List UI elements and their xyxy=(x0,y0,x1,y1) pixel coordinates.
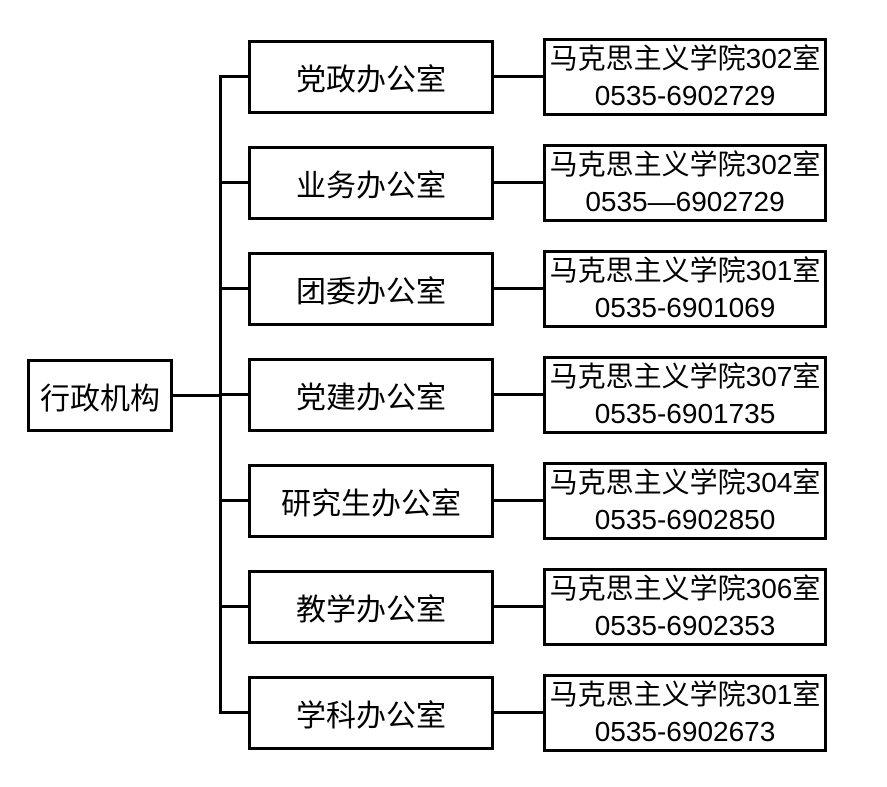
detail-location: 马克思主义学院301室 xyxy=(549,255,821,286)
office-label: 教学办公室 xyxy=(296,594,446,627)
root-connector-line xyxy=(172,394,221,397)
spine-stub-line xyxy=(219,499,248,502)
detail-box: 马克思主义学院301室 0535-6901069 xyxy=(543,250,827,328)
office-box: 业务办公室 xyxy=(248,146,494,220)
spine-stub-line xyxy=(219,181,248,184)
spine-stub-line xyxy=(219,75,248,78)
office-label: 研究生办公室 xyxy=(281,488,461,521)
detail-box: 马克思主义学院302室 0535-6902729 xyxy=(543,38,827,116)
spine-stub-line xyxy=(219,287,248,290)
office-detail-connector-line xyxy=(491,393,543,396)
detail-box: 马克思主义学院301室 0535-6902673 xyxy=(543,674,827,752)
root-box: 行政机构 xyxy=(27,359,173,432)
detail-phone: 0535-6902729 xyxy=(594,80,776,111)
office-box: 党政办公室 xyxy=(248,40,494,114)
org-row: 研究生办公室 马克思主义学院304室 0535-6902850 xyxy=(0,462,887,540)
org-row: 党建办公室 马克思主义学院307室 0535-6901735 xyxy=(0,356,887,434)
office-label: 团委办公室 xyxy=(296,276,446,309)
spine-stub-line xyxy=(219,393,248,396)
detail-box: 马克思主义学院307室 0535-6901735 xyxy=(543,356,827,434)
detail-box: 马克思主义学院302室 0535—6902729 xyxy=(543,144,827,222)
office-detail-connector-line xyxy=(491,287,543,290)
spine-stub-line xyxy=(219,605,248,608)
org-row: 团委办公室 马克思主义学院301室 0535-6901069 xyxy=(0,250,887,328)
detail-phone: 0535-6901735 xyxy=(594,398,776,429)
detail-phone: 0535-6901069 xyxy=(594,292,776,323)
office-detail-connector-line xyxy=(491,605,543,608)
office-box: 团委办公室 xyxy=(248,252,494,326)
detail-phone: 0535-6902353 xyxy=(594,610,776,641)
office-box: 教学办公室 xyxy=(248,570,494,644)
detail-phone: 0535-6902850 xyxy=(594,504,776,535)
org-row: 学科办公室 马克思主义学院301室 0535-6902673 xyxy=(0,674,887,752)
detail-box: 马克思主义学院304室 0535-6902850 xyxy=(543,462,827,540)
org-row: 党政办公室 马克思主义学院302室 0535-6902729 xyxy=(0,38,887,116)
office-box: 研究生办公室 xyxy=(248,464,494,538)
office-label: 党政办公室 xyxy=(296,64,446,97)
office-detail-connector-line xyxy=(491,499,543,502)
detail-location: 马克思主义学院306室 xyxy=(549,573,821,604)
detail-phone: 0535-6902673 xyxy=(594,716,776,747)
root-label: 行政机构 xyxy=(40,382,160,416)
office-label: 党建办公室 xyxy=(296,382,446,415)
detail-location: 马克思主义学院302室 xyxy=(549,149,821,180)
org-row: 教学办公室 马克思主义学院306室 0535-6902353 xyxy=(0,568,887,646)
detail-phone: 0535—6902729 xyxy=(585,186,785,217)
detail-box: 马克思主义学院306室 0535-6902353 xyxy=(543,568,827,646)
detail-location: 马克思主义学院304室 xyxy=(549,467,821,498)
office-box: 党建办公室 xyxy=(248,358,494,432)
office-box: 学科办公室 xyxy=(248,676,494,750)
office-label: 学科办公室 xyxy=(296,700,446,733)
office-label: 业务办公室 xyxy=(296,170,446,203)
office-detail-connector-line xyxy=(491,181,543,184)
detail-location: 马克思主义学院307室 xyxy=(549,361,821,392)
org-row: 业务办公室 马克思主义学院302室 0535—6902729 xyxy=(0,144,887,222)
detail-location: 马克思主义学院302室 xyxy=(549,43,821,74)
office-detail-connector-line xyxy=(491,75,543,78)
office-detail-connector-line xyxy=(491,711,543,714)
detail-location: 马克思主义学院301室 xyxy=(549,679,821,710)
spine-stub-line xyxy=(219,711,248,714)
